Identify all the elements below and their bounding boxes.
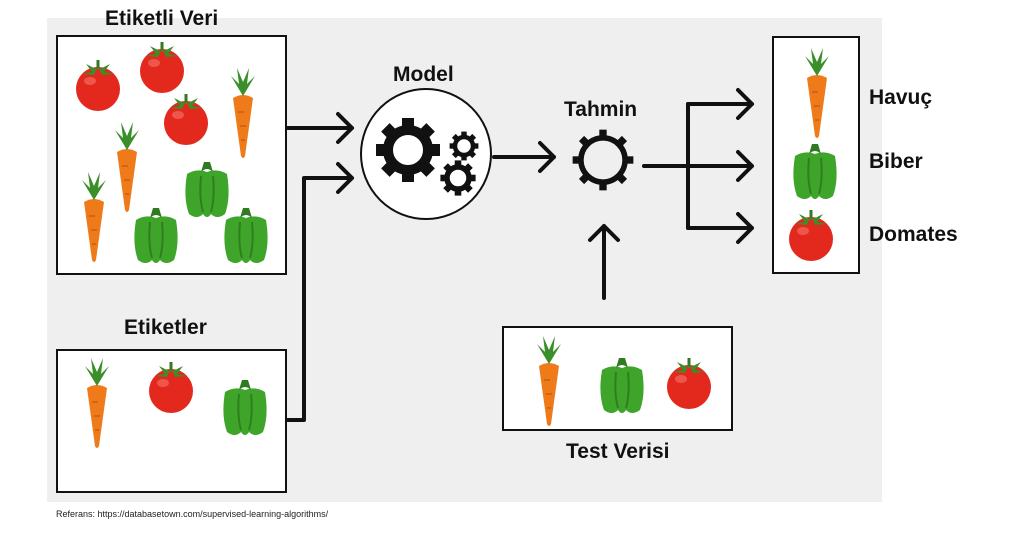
arrow-to-havuc <box>686 88 754 120</box>
labeled-data-title: Etiketli Veri <box>105 7 219 30</box>
arrow-data-to-model <box>286 112 354 144</box>
arrow-test-to-prediction <box>588 224 620 300</box>
arrow-to-biber <box>686 150 754 182</box>
test-data-title: Test Verisi <box>566 440 670 463</box>
arrow-to-domates <box>686 212 754 244</box>
arrow-model-to-prediction <box>492 141 556 173</box>
model-title: Model <box>393 63 454 86</box>
prediction-title: Tahmin <box>564 98 638 121</box>
output-label-havuc: Havuç <box>869 86 933 109</box>
reference-text: Referans: https://databasetown.com/super… <box>56 509 329 519</box>
arrow-labels-to-model <box>286 162 354 422</box>
labels-title: Etiketler <box>124 316 207 339</box>
output-label-biber: Biber <box>869 150 923 173</box>
output-label-domates: Domates <box>869 223 958 246</box>
